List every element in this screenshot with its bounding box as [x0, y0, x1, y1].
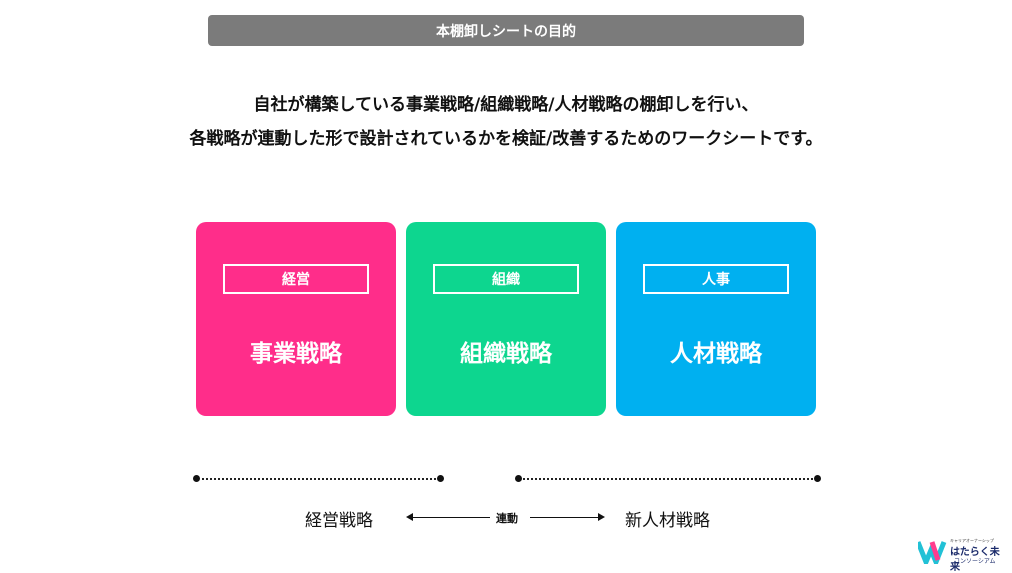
management-strategy-label: 経営戦略 [305, 511, 373, 531]
card-label: 人材戦略 [670, 341, 762, 367]
description-line-1: 自社が構築している事業戦略/組織戦略/人材戦略の棚卸しを行い、 [253, 95, 759, 115]
card-tag: 人事 [643, 264, 789, 294]
card-label: 組織戦略 [460, 341, 552, 367]
logo: キャリアオーナーシップ はたらく未来 コンソーシアム [918, 538, 1008, 573]
logo-w-icon [918, 541, 947, 564]
arrow-line [530, 517, 600, 518]
arrow-left-icon [406, 513, 413, 521]
dot [437, 475, 444, 482]
title-bar: 本棚卸しシートの目的 [208, 15, 804, 46]
dotted-line-left [197, 478, 440, 480]
card-organization-strategy: 組織 組織戦略 [406, 222, 606, 416]
arrow-right-icon [598, 513, 605, 521]
logo-sub-text: コンソーシアム [954, 558, 996, 565]
card-tag: 経営 [223, 264, 369, 294]
logo-main-text: はたらく未来 [950, 547, 1000, 573]
dot [515, 475, 522, 482]
arrow-line [410, 517, 490, 518]
link-label: 連動 [496, 512, 518, 525]
new-hr-strategy-label: 新人材戦略 [625, 511, 710, 531]
dot [193, 475, 200, 482]
card-business-strategy: 経営 事業戦略 [196, 222, 396, 416]
description-line-2: 各戦略が連動した形で設計されているかを検証/改善するためのワークシートです。 [189, 129, 823, 149]
title: 本棚卸しシートの目的 [436, 23, 576, 40]
card-hr-strategy: 人事 人材戦略 [616, 222, 816, 416]
dot [814, 475, 821, 482]
card-tag: 組織 [433, 264, 579, 294]
card-label: 事業戦略 [250, 341, 342, 367]
dotted-line-right [519, 478, 817, 480]
logo-top-text: キャリアオーナーシップ [950, 538, 994, 543]
